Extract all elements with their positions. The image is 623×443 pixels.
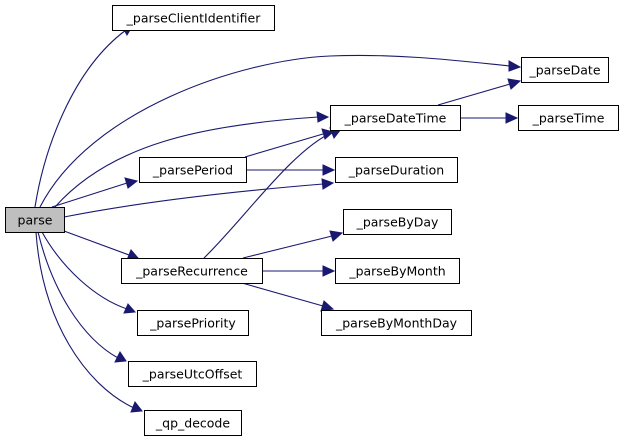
edge-parse-to-parsePriority <box>41 231 137 314</box>
edge-arrowhead <box>124 177 139 189</box>
edge-parsePeriod-to-parseDuration <box>246 164 336 176</box>
node-parseByMonth[interactable]: _parseByMonth <box>335 258 460 284</box>
node-label: _parseUtcOffset <box>142 367 243 382</box>
edge-parse-to-parseDate <box>39 54 522 208</box>
edge-line <box>39 54 511 208</box>
edge-arrowhead <box>123 303 137 314</box>
node-box[interactable] <box>128 361 257 387</box>
node-label: _parseByMonth <box>348 264 445 279</box>
edge-arrowhead <box>130 401 143 413</box>
node-parseDate[interactable]: _parseDate <box>521 57 609 83</box>
edge-line <box>437 83 511 106</box>
edge-parseDateTime-to-parseTime <box>460 112 519 124</box>
node-box[interactable] <box>139 157 247 183</box>
edge-arrowhead <box>316 111 330 123</box>
edges-layer <box>34 24 522 413</box>
node-parse[interactable]: parse <box>5 207 65 233</box>
node-label: _parseTime <box>532 111 605 126</box>
node-label: _parseDate <box>528 63 600 78</box>
node-parseByMonthDay[interactable]: _parseByMonthDay <box>321 310 472 336</box>
edge-line <box>41 231 128 310</box>
node-parsePeriod[interactable]: _parsePeriod <box>139 157 247 183</box>
node-label: _parseDuration <box>348 163 444 178</box>
node-box[interactable] <box>330 105 461 131</box>
node-box[interactable] <box>5 207 65 233</box>
node-parseByDay[interactable]: _parseByDay <box>343 209 452 235</box>
node-parseTime[interactable]: _parseTime <box>518 105 619 131</box>
nodes-layer: parse _parseClientIdentifier _parseDate _pa… <box>5 5 619 436</box>
edge-parse-to-qp_decode <box>35 231 143 413</box>
edge-line <box>54 116 319 208</box>
edge-line <box>203 131 334 259</box>
node-label: _qp_decode <box>155 416 230 431</box>
node-label: _parsePeriod <box>152 163 233 178</box>
node-box[interactable] <box>137 310 249 336</box>
node-parseDuration[interactable]: _parseDuration <box>335 157 458 183</box>
edge-arrowhead <box>320 300 335 312</box>
node-label: _parseDateTime <box>344 111 447 126</box>
node-label: parse <box>18 213 53 228</box>
node-box[interactable] <box>335 157 458 183</box>
edge-arrowhead <box>507 78 522 90</box>
edge-arrowhead <box>329 230 344 242</box>
edge-parse-to-parseClientIdentifier <box>34 24 134 208</box>
node-label: _parseByDay <box>356 215 439 230</box>
edge-arrowhead <box>322 164 336 176</box>
node-parseClientIdentifier[interactable]: _parseClientIdentifier <box>112 5 275 31</box>
edge-parse-to-parseUtcOffset <box>37 231 127 363</box>
edge-arrowhead <box>508 60 522 72</box>
node-box[interactable] <box>343 209 452 235</box>
node-label: _parseClientIdentifier <box>126 11 262 26</box>
edge-parse-to-parseRecurrence <box>63 230 139 261</box>
edge-arrowhead <box>321 178 335 190</box>
node-parsePriority[interactable]: _parsePriority <box>137 310 249 336</box>
node-label: _parseRecurrence <box>135 264 248 279</box>
edge-parseDateTime-to-parseDate <box>437 78 522 106</box>
node-label: _parsePriority <box>149 316 236 331</box>
edge-parseRecurrence-to-parseByMonth <box>262 265 336 277</box>
node-label: _parseByMonthDay <box>335 316 458 331</box>
node-parseUtcOffset[interactable]: _parseUtcOffset <box>128 361 257 387</box>
node-parseDateTime[interactable]: _parseDateTime <box>330 105 461 131</box>
edge-line <box>63 230 130 256</box>
edge-parseRecurrence-to-parseByDay <box>242 230 344 259</box>
edge-line <box>35 231 135 409</box>
node-box[interactable] <box>112 5 275 31</box>
edge-parse-to-parseDuration <box>63 178 335 218</box>
edge-parse-to-parseDateTime <box>54 111 330 208</box>
edge-line <box>241 282 324 307</box>
edge-line <box>244 133 324 158</box>
node-box[interactable] <box>335 258 460 284</box>
edge-arrowhead <box>322 265 336 277</box>
edge-line <box>242 235 333 259</box>
node-box[interactable] <box>144 410 242 436</box>
edge-parse-to-parsePeriod <box>51 177 139 208</box>
edge-parsePeriod-to-parseDateTime <box>244 128 335 158</box>
node-box[interactable] <box>321 310 472 336</box>
edge-line <box>34 29 127 208</box>
node-box[interactable] <box>121 258 263 284</box>
node-box[interactable] <box>521 57 609 83</box>
node-qp_decode[interactable]: _qp_decode <box>144 410 242 436</box>
node-parseRecurrence[interactable]: _parseRecurrence <box>121 258 263 284</box>
edge-line <box>63 183 324 218</box>
edge-arrowhead <box>505 112 519 124</box>
edge-arrowhead <box>114 351 127 363</box>
edge-line <box>51 182 128 208</box>
node-box[interactable] <box>518 105 619 131</box>
edge-parseRecurrence-to-parseByMonthDay <box>241 282 335 312</box>
edge-line <box>37 231 119 359</box>
